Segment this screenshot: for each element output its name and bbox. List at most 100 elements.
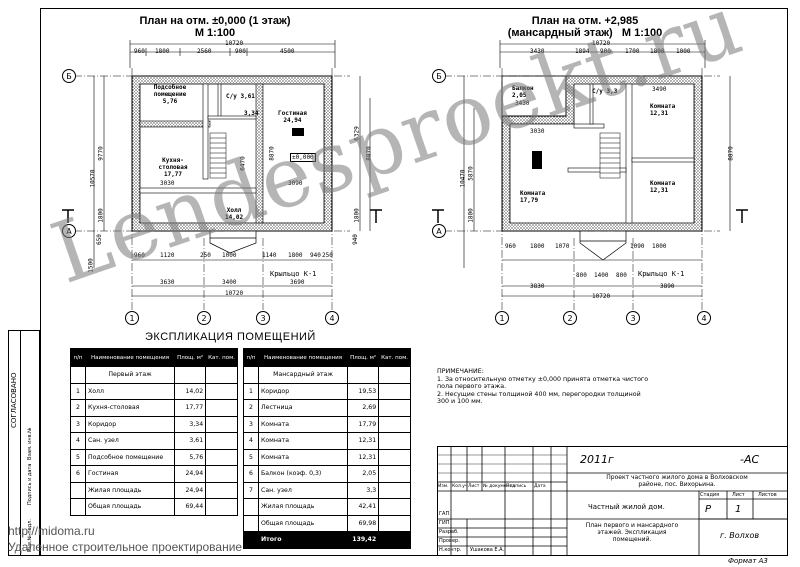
expl1-r4-name: Сан. узел [84, 432, 176, 450]
plan2-top-dimension-lines [499, 40, 706, 68]
plan2-room-west-name: Комната [520, 190, 546, 197]
plan2-room-wc-name: С/у [592, 88, 603, 95]
expl2-r3-n: 3 [243, 415, 259, 433]
plan2-bottom-dim2-2: 3890 [660, 283, 675, 290]
expl1-r4-cat [205, 432, 238, 450]
stamp-gip: ГАП [439, 511, 450, 517]
plan2-room-east1-area: 12,31 [650, 110, 669, 117]
plan1-section-marks [62, 209, 382, 223]
plan2-room-wc-area: 3,3 [606, 88, 618, 95]
stamp-org: г. Волхов [720, 531, 760, 540]
notes-line2: пола первого этажа. [437, 383, 507, 390]
stamp-code: -АС [740, 453, 760, 466]
notes-heading: ПРИМЕЧАНИЕ: [437, 368, 484, 375]
expl2-living-value: 42,41 [347, 498, 380, 516]
plan2-inner-dim-3: 3490 [652, 86, 667, 93]
expl2-r6-cat [378, 465, 411, 483]
expl2-r4-cat [378, 432, 411, 450]
plan1-axis-A: А [62, 224, 76, 238]
plan2-side-dimension-lines [463, 76, 731, 268]
expl2-total-value: 69,98 [347, 514, 380, 532]
stamp-name: Ушакова Е.А. [470, 547, 505, 553]
expl2-grand-empty [243, 531, 259, 549]
expl2-r6-area: 2,05 [347, 465, 380, 483]
plan1-top-dim-3: 2560 [197, 48, 212, 55]
plan1-bottom-dimension-lines [132, 259, 332, 297]
expl1-floor-title: Первый этаж [84, 366, 176, 384]
expl2-r2-n: 2 [243, 399, 259, 417]
plan1-room-kitchen-name: Кухня-столовая [158, 157, 188, 171]
plan1-room-wc-area: 3,61 [240, 93, 255, 100]
plan1-bottom-dim2-2: 3400 [222, 279, 237, 286]
plan1-room-hall-name: Холл [226, 207, 242, 214]
expl2-living-empty [243, 498, 259, 516]
plan2-right-dim-1: 8870 [727, 146, 735, 161]
plan1-bottom-dim1-8: 250 [322, 252, 333, 259]
stamp-sheet-title-l2: этажей. Экспликация [597, 529, 667, 536]
stamp-col-list: Лист [468, 484, 480, 489]
expl2-r3-name: Комната [257, 415, 349, 433]
expl2-r6-n: 6 [243, 465, 259, 483]
plan2-porch-label: Крыльцо К-1 [638, 270, 685, 278]
plan1-room-wc: С/у 3,61 [226, 93, 255, 100]
expl2-h-num: п/п [243, 348, 259, 367]
expl1-sub-empty [70, 366, 86, 384]
expl1-total-label: Общая площадь [84, 498, 176, 516]
expl2-r1-area: 19,53 [347, 382, 380, 400]
plan1-axis-4: 4 [325, 311, 339, 325]
plan1-right-dim-4: 940 [351, 234, 359, 245]
stamp-role-norm: Н.контр. [439, 547, 462, 553]
plan1-left-dim-4: 650 [95, 234, 103, 245]
side-strip [8, 330, 40, 556]
expl2-r3-area: 17,79 [347, 415, 380, 433]
stamp-sheet: 1 [735, 504, 742, 515]
plan1-inner-dim-2: 3090 [288, 180, 303, 187]
stamp-col-kol: Кол.уч [452, 484, 468, 489]
expl1-r1-cat [205, 382, 238, 400]
stamp-col-izm: Изм. [438, 484, 449, 489]
plan2-axis-lines [444, 68, 720, 310]
plan1-right-dim-1: 6329 [353, 126, 361, 141]
stamp-sheet-title-l3: помещений. [612, 536, 652, 543]
expl2-living-cat [378, 498, 411, 516]
expl1-r1-area: 14,02 [174, 382, 207, 400]
expl1-r5-area: 5,76 [174, 448, 207, 466]
plan2-room-wc: С/у 3,3 [592, 88, 617, 95]
footer-url[interactable]: http://midoma.ru [8, 524, 95, 538]
expl1-r5-cat [205, 448, 238, 466]
plan1-room-living-name: Гостиная [278, 110, 307, 117]
stamp-object: Частный жилой дом. [588, 503, 665, 511]
plan2-room-balcony-name: Балкон [512, 85, 534, 92]
notes-line1: 1. За относительную отметку ±0,000 приня… [437, 375, 649, 383]
plan1-left-dim-1: 10570 [89, 169, 97, 188]
plan1-room-utility-name: Подсобное помещение [153, 84, 187, 98]
plan2-porch-dim-1: 800 [576, 272, 587, 279]
explication-floor1-table: п/п Наименование помещения Площ. м² Кат.… [70, 348, 238, 516]
plan1-porch [209, 230, 257, 254]
expl1-r2-name: Кухня-столовая [84, 399, 176, 417]
stamp-role-dev: Разраб. [439, 529, 459, 535]
expl2-grand-cat [378, 531, 411, 549]
expl2-r4-n: 4 [243, 432, 259, 450]
expl2-r1-name: Коридор [257, 382, 349, 400]
plan1-room-utility-area: 5,76 [162, 98, 178, 105]
stamp-col-date: Дата [534, 484, 546, 489]
notes-block: ПРИМЕЧАНИЕ: 1. За относительную отметку … [437, 368, 648, 406]
expl1-r4-area: 3,61 [174, 432, 207, 450]
side-sign: Подпись и дата [27, 463, 33, 505]
plan2-left-dim-2: 5870 [467, 166, 475, 181]
plan1-axis-lines [74, 68, 350, 310]
expl2-sub-empty [243, 366, 259, 384]
plan2-axis-4: 4 [697, 311, 711, 325]
